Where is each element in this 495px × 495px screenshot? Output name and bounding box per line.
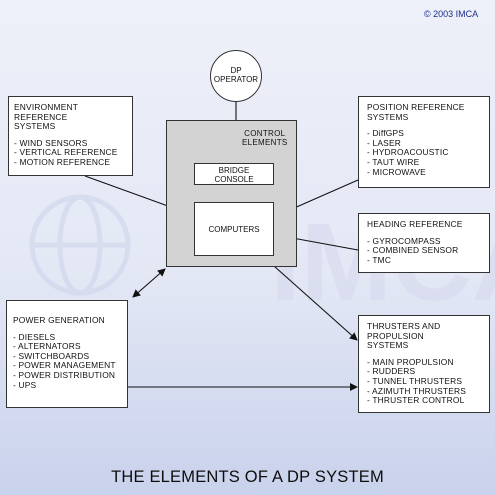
dp-operator-label: DP OPERATOR — [213, 66, 259, 84]
list-item: - POWER DISTRIBUTION — [13, 369, 116, 380]
list-item: - ALTERNATORS — [13, 341, 81, 352]
environment-title: ENVIRONMENT REFERENCE SYSTEMS — [14, 102, 79, 132]
list-item: - COMBINED SENSOR — [367, 245, 459, 256]
power-generation-box: POWER GENERATION - DIESELS - ALTERNATORS… — [6, 300, 128, 408]
list-item: - UPS — [13, 379, 37, 390]
position-reference-box: POSITION REFERENCE SYSTEMS - DiffGPS - L… — [358, 96, 490, 188]
list-item: - LASER — [367, 137, 401, 148]
list-item: - TMC — [367, 254, 392, 265]
heading-list: - GYROCOMPASS - COMBINED SENSOR - TMC — [367, 235, 481, 266]
thrusters-title: THRUSTERS AND PROPULSION SYSTEMS — [367, 321, 441, 351]
control-elements-label: CONTROL ELEMENTS — [242, 129, 288, 147]
list-item: - MAIN PROPULSION — [367, 356, 454, 367]
computers-label: COMPUTERS — [208, 225, 260, 234]
thrusters-propulsion-box: THRUSTERS AND PROPULSION SYSTEMS - MAIN … — [358, 315, 490, 413]
list-item: - MICROWAVE — [367, 166, 426, 177]
power-title: POWER GENERATION — [13, 315, 105, 325]
list-item: - WIND SENSORS — [14, 137, 88, 148]
list-item: - HYDROACOUSTIC — [367, 147, 449, 158]
power-list: - DIESELS - ALTERNATORS - SWITCHBOARDS -… — [13, 331, 121, 391]
bridge-console-label: BRIDGE CONSOLE — [214, 166, 254, 184]
list-item: - GYROCOMPASS — [367, 235, 441, 246]
list-item: - DiffGPS — [367, 128, 405, 139]
list-item: - SWITCHBOARDS — [13, 350, 90, 361]
heading-reference-box: HEADING REFERENCE - GYROCOMPASS - COMBIN… — [358, 213, 490, 273]
list-item: - RUDDERS — [367, 366, 416, 377]
page-title: THE ELEMENTS OF A DP SYSTEM — [111, 468, 384, 486]
position-list: - DiffGPS - LASER - HYDROACOUSTIC - TAUT… — [367, 129, 481, 177]
list-item: - POWER MANAGEMENT — [13, 360, 116, 371]
list-item: - TAUT WIRE — [367, 156, 420, 167]
heading-title: HEADING REFERENCE — [367, 219, 463, 229]
bridge-console-box: BRIDGE CONSOLE — [194, 163, 274, 185]
power-control-arrow — [132, 268, 166, 298]
list-item: - THRUSTER CONTROL — [367, 395, 465, 406]
dp-operator-node: DP OPERATOR — [210, 50, 262, 102]
control-elements-box: CONTROL ELEMENTS BRIDGE CONSOLE COMPUTER… — [166, 120, 297, 267]
computers-thrusters-arrow — [264, 257, 358, 341]
environment-list: - WIND SENSORS - VERTICAL REFERENCE - MO… — [14, 137, 127, 168]
copyright-notice: © 2003 IMCA — [424, 9, 479, 19]
list-item: - MOTION REFERENCE — [14, 156, 111, 167]
environment-reference-box: ENVIRONMENT REFERENCE SYSTEMS - WIND SEN… — [8, 96, 133, 176]
position-title: POSITION REFERENCE SYSTEMS — [367, 102, 465, 122]
list-item: - TUNNEL THRUSTERS — [367, 375, 463, 386]
list-item: - AZIMUTH THRUSTERS — [367, 385, 467, 396]
list-item: - DIESELS — [13, 331, 56, 342]
thrusters-list: - MAIN PROPULSION - RUDDERS - TUNNEL THR… — [367, 356, 481, 406]
list-item: - VERTICAL REFERENCE — [14, 147, 118, 158]
computers-box: COMPUTERS — [194, 202, 274, 256]
